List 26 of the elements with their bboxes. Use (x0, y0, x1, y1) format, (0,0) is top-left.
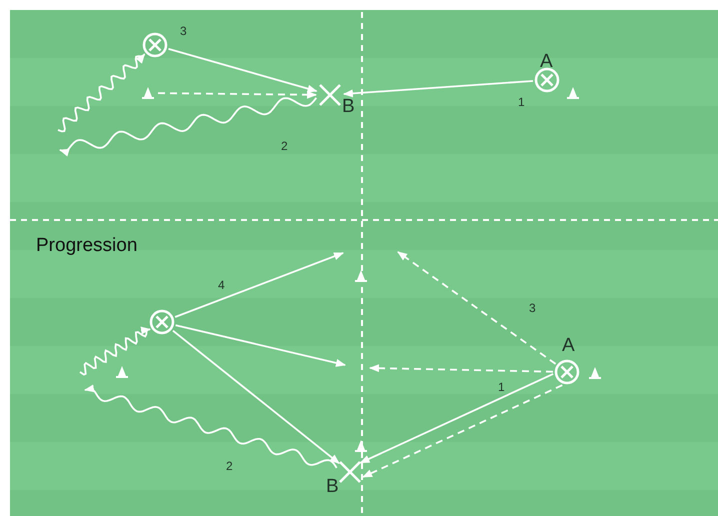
pass-arrow (174, 252, 344, 318)
player-label: B (326, 477, 339, 496)
run-arrow (362, 384, 563, 478)
player-label: B (342, 97, 355, 116)
step-number: 1 (498, 381, 505, 393)
run-arrow (158, 90, 317, 99)
pass-arrow (342, 80, 534, 98)
step-number: 1 (518, 96, 525, 108)
section-heading: Progression (36, 236, 138, 255)
dribble-arrow (58, 53, 146, 132)
pass-arrow (175, 324, 346, 367)
dribble-arrow (84, 384, 338, 468)
player-label: A (540, 52, 553, 71)
step-number: 2 (281, 140, 288, 152)
pass-arrow (172, 330, 340, 464)
player-label: A (562, 336, 575, 355)
run-arrow (397, 251, 556, 365)
step-number: 4 (218, 279, 225, 291)
step-number: 3 (180, 25, 187, 37)
dribble-arrow (80, 326, 151, 376)
run-arrow (369, 364, 554, 373)
pass-arrow (168, 48, 318, 93)
dribble-arrow (59, 97, 317, 157)
step-number: 2 (226, 460, 233, 472)
pass-arrow (360, 373, 554, 464)
step-number: 3 (529, 302, 536, 314)
